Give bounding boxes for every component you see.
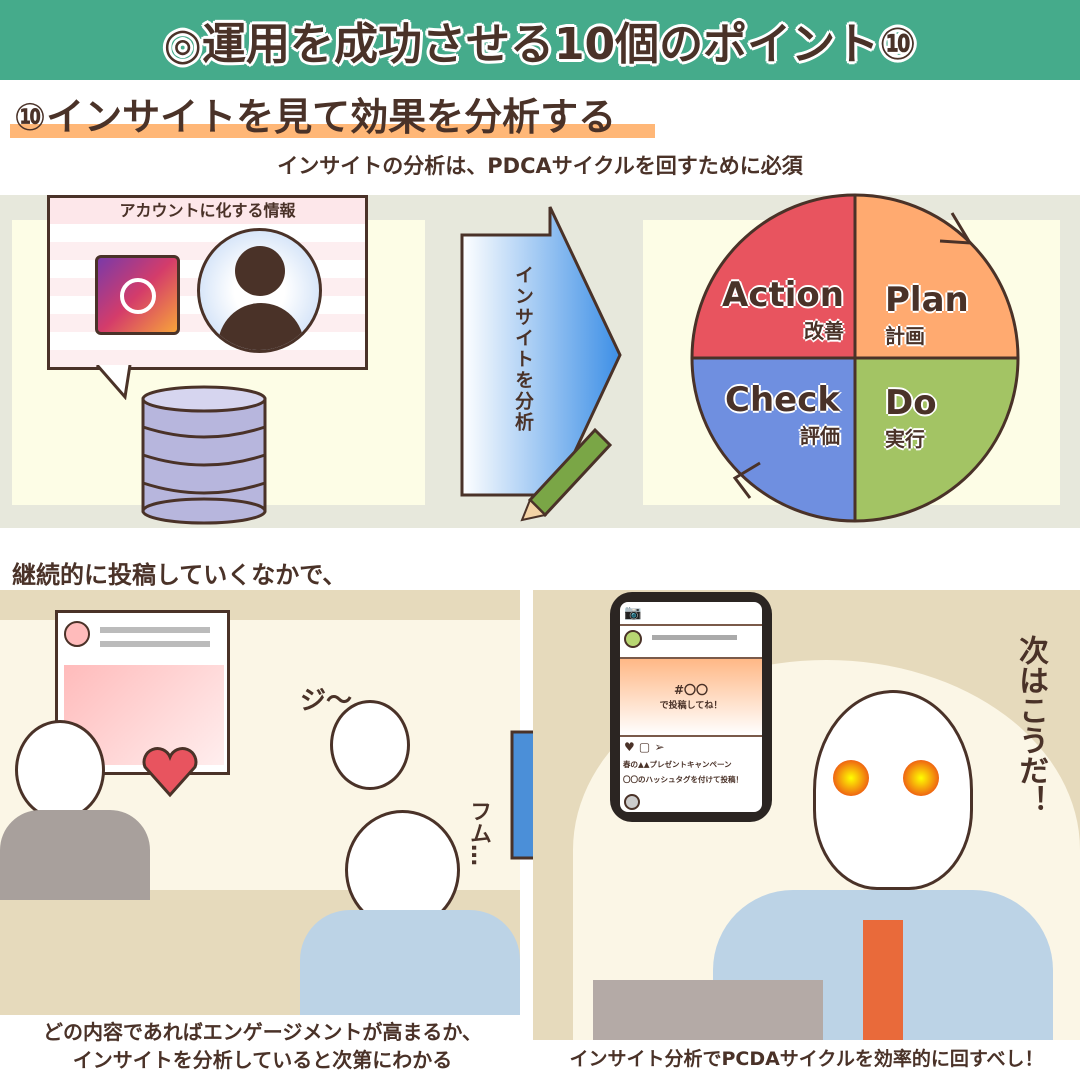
database-icon xyxy=(141,385,267,525)
comic-panel-right: 次はこうだ！ xyxy=(533,590,1080,1040)
fire-eye-icon xyxy=(903,760,939,796)
fire-eye-icon xyxy=(833,760,869,796)
pdca-plan-slice xyxy=(855,195,1018,358)
pdca-check-slice xyxy=(692,358,855,521)
cycle-arrow-icon xyxy=(939,212,973,245)
bubble-tail xyxy=(95,365,132,400)
title-underline xyxy=(10,124,655,138)
comic-panel-left: ジ〜 フム… xyxy=(0,590,520,1015)
phone-screen: 📷 #〇〇 で投稿してね！ ♥ ▢ ➢ 春の▲▲プレゼントキャンペーン 〇〇のハ… xyxy=(620,602,762,812)
section-title: ⑩インサイトを見て効果を分析する xyxy=(14,95,617,139)
user-avatar-icon xyxy=(197,228,322,353)
post-screen xyxy=(55,610,230,775)
header-title: ◎運用を成功させる10個のポイント⑩ xyxy=(163,19,917,70)
pdca-cycle-chart xyxy=(690,193,1020,523)
sfx-hmm: フム… xyxy=(466,800,491,866)
analyze-arrow xyxy=(460,206,622,522)
post-hashtag: #〇〇 xyxy=(673,683,709,697)
bubble-title: アカウントに化する情報 xyxy=(50,198,365,224)
sfx-stare: ジ〜 xyxy=(300,686,353,716)
pdca-do-slice xyxy=(855,358,1018,521)
section-lead: インサイトの分析は、PDCAサイクルを回すために必須 xyxy=(277,154,803,178)
character-body xyxy=(0,810,150,900)
header-banner: ◎運用を成功させる10個のポイント⑩ xyxy=(0,0,1080,80)
arrow-label: インサイトを分析 xyxy=(512,265,534,433)
caption-right: インサイト分析でPCDAサイクルを効率的に回すべし！ xyxy=(569,1048,1044,1070)
instagram-icon xyxy=(95,255,180,335)
heart-icon xyxy=(142,747,198,798)
smartphone: 📷 #〇〇 で投稿してね！ ♥ ▢ ➢ 春の▲▲プレゼントキャンペーン 〇〇のハ… xyxy=(610,592,772,822)
cycle-arrow-icon xyxy=(732,461,761,499)
caption-left: どの内容であればエンゲージメントが高まるか、インサイトを分析していると次第にわか… xyxy=(43,1020,482,1072)
pdca-action-slice xyxy=(692,195,855,358)
pencil-icon xyxy=(520,427,613,522)
post-actions-icons: ♥ ▢ ➢ xyxy=(624,740,665,754)
sfx-next: 次はこうだ！ xyxy=(1013,635,1048,815)
story-lead: 継続的に投稿していくなかで、 xyxy=(12,561,347,589)
post-prompt: で投稿してね！ xyxy=(659,701,723,711)
post-caption-line1: 春の▲▲プレゼントキャンペーン xyxy=(623,760,732,769)
character-head xyxy=(15,720,105,820)
camera-icon: 📷 xyxy=(624,605,642,621)
post-caption-line2: 〇〇のハッシュタグを付けて投稿！ xyxy=(623,775,743,784)
